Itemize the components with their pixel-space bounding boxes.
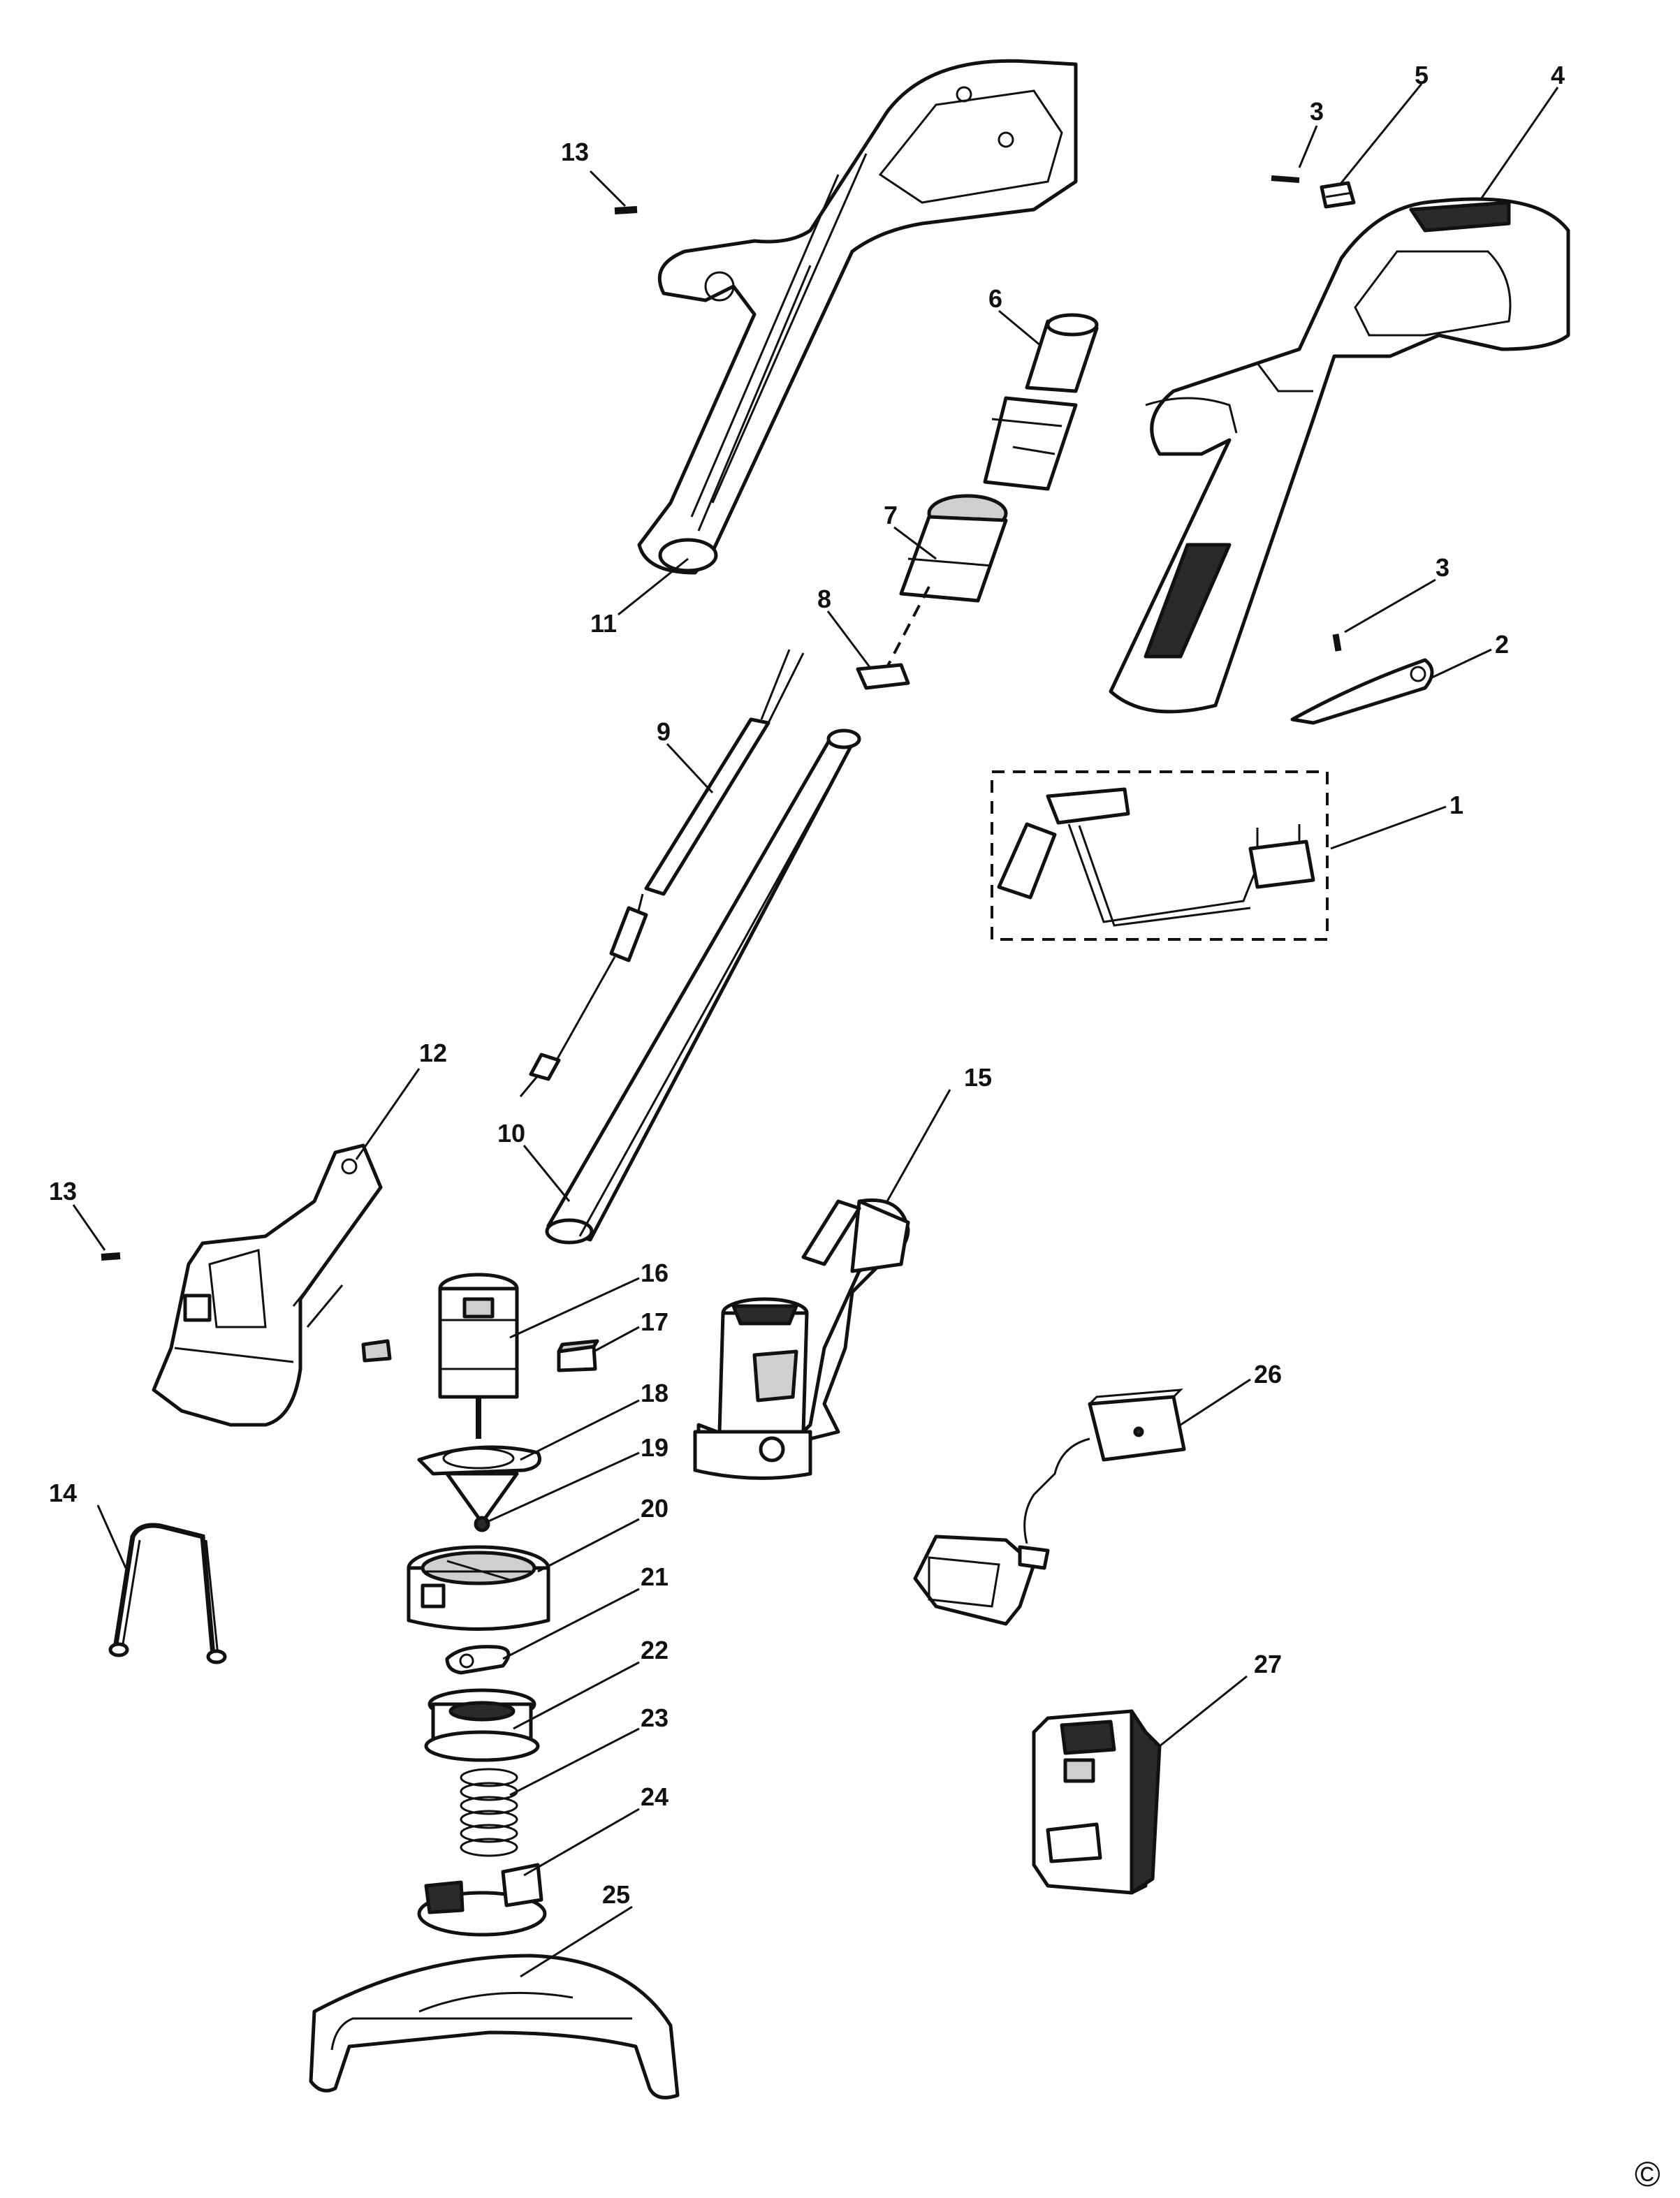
part-27-battery — [1032, 1709, 1162, 1895]
part-16-motor — [438, 1273, 519, 1439]
callout-25: 25 — [602, 1880, 630, 1909]
assembly-line — [886, 586, 930, 668]
callout-8: 8 — [817, 585, 831, 613]
callout-27: 27 — [1254, 1650, 1282, 1678]
callout-20: 20 — [641, 1494, 669, 1523]
leader-lines — [72, 83, 1559, 1978]
part-2-trigger — [1290, 658, 1434, 725]
callout-23: 23 — [641, 1704, 669, 1732]
part-20-spool-housing — [407, 1545, 550, 1631]
callout-24: 24 — [641, 1782, 669, 1811]
part-15-lower-housing — [693, 1198, 910, 1480]
callout-7: 7 — [884, 501, 898, 529]
part-19-fan — [445, 1472, 519, 1532]
callout-11: 11 — [590, 609, 617, 638]
callout-12: 12 — [419, 1039, 447, 1067]
callout-18: 18 — [641, 1379, 669, 1407]
part-7-coupler — [899, 494, 1008, 603]
part-18-plate — [417, 1445, 541, 1476]
part-4-handle-half — [1109, 197, 1570, 714]
callout-3: 3 — [1436, 553, 1449, 582]
part-25-guard — [309, 1954, 680, 2100]
part-14-wire-bail — [108, 1523, 227, 1664]
copyright-symbol: © — [1635, 2155, 1660, 2194]
callout-15: 15 — [964, 1063, 992, 1092]
callout-16: 16 — [641, 1259, 669, 1287]
part-12-motor-housing-half — [152, 1143, 383, 1427]
callout-6: 6 — [988, 284, 1002, 313]
callout-21: 21 — [641, 1562, 669, 1591]
part-22-spool — [424, 1688, 540, 1762]
part-23-spring — [460, 1768, 518, 1857]
part-17-block — [557, 1339, 599, 1372]
part-13-screw-lower — [101, 1252, 121, 1261]
part-1-switch-assembly — [991, 770, 1329, 941]
part-26-charger — [913, 1389, 1186, 1626]
part-8-clip — [856, 663, 910, 690]
callout-3: 3 — [1310, 97, 1324, 126]
callout-13: 13 — [561, 138, 589, 166]
part-13-screw-upper — [614, 206, 638, 214]
callout-labels: 1 2 3 3 4 5 6 7 8 9 10 11 12 13 13 14 15… — [49, 61, 1565, 1909]
callout-22: 22 — [641, 1636, 669, 1664]
part-6-connector — [983, 313, 1099, 491]
callout-1: 1 — [1449, 791, 1463, 819]
part-5-clip — [1320, 181, 1356, 209]
callout-4: 4 — [1551, 61, 1565, 89]
callout-5: 5 — [1415, 61, 1429, 89]
part-9-wire-harness — [519, 649, 805, 1097]
part-11-handle-half — [637, 59, 1078, 575]
small-block — [361, 1339, 392, 1363]
callout-9: 9 — [657, 717, 671, 746]
callout-13: 13 — [49, 1177, 77, 1206]
callout-10: 10 — [497, 1119, 525, 1148]
part-24-spool-cap — [417, 1863, 547, 1937]
part-3-screw-lower — [1332, 633, 1342, 652]
part-3-screw-upper — [1271, 175, 1300, 183]
callout-19: 19 — [641, 1433, 669, 1462]
part-21-cap — [445, 1645, 511, 1675]
callout-2: 2 — [1495, 630, 1509, 659]
callout-14: 14 — [49, 1479, 77, 1507]
callout-17: 17 — [641, 1307, 669, 1336]
part-10-shaft-tube — [545, 728, 861, 1245]
callout-26: 26 — [1254, 1360, 1282, 1389]
